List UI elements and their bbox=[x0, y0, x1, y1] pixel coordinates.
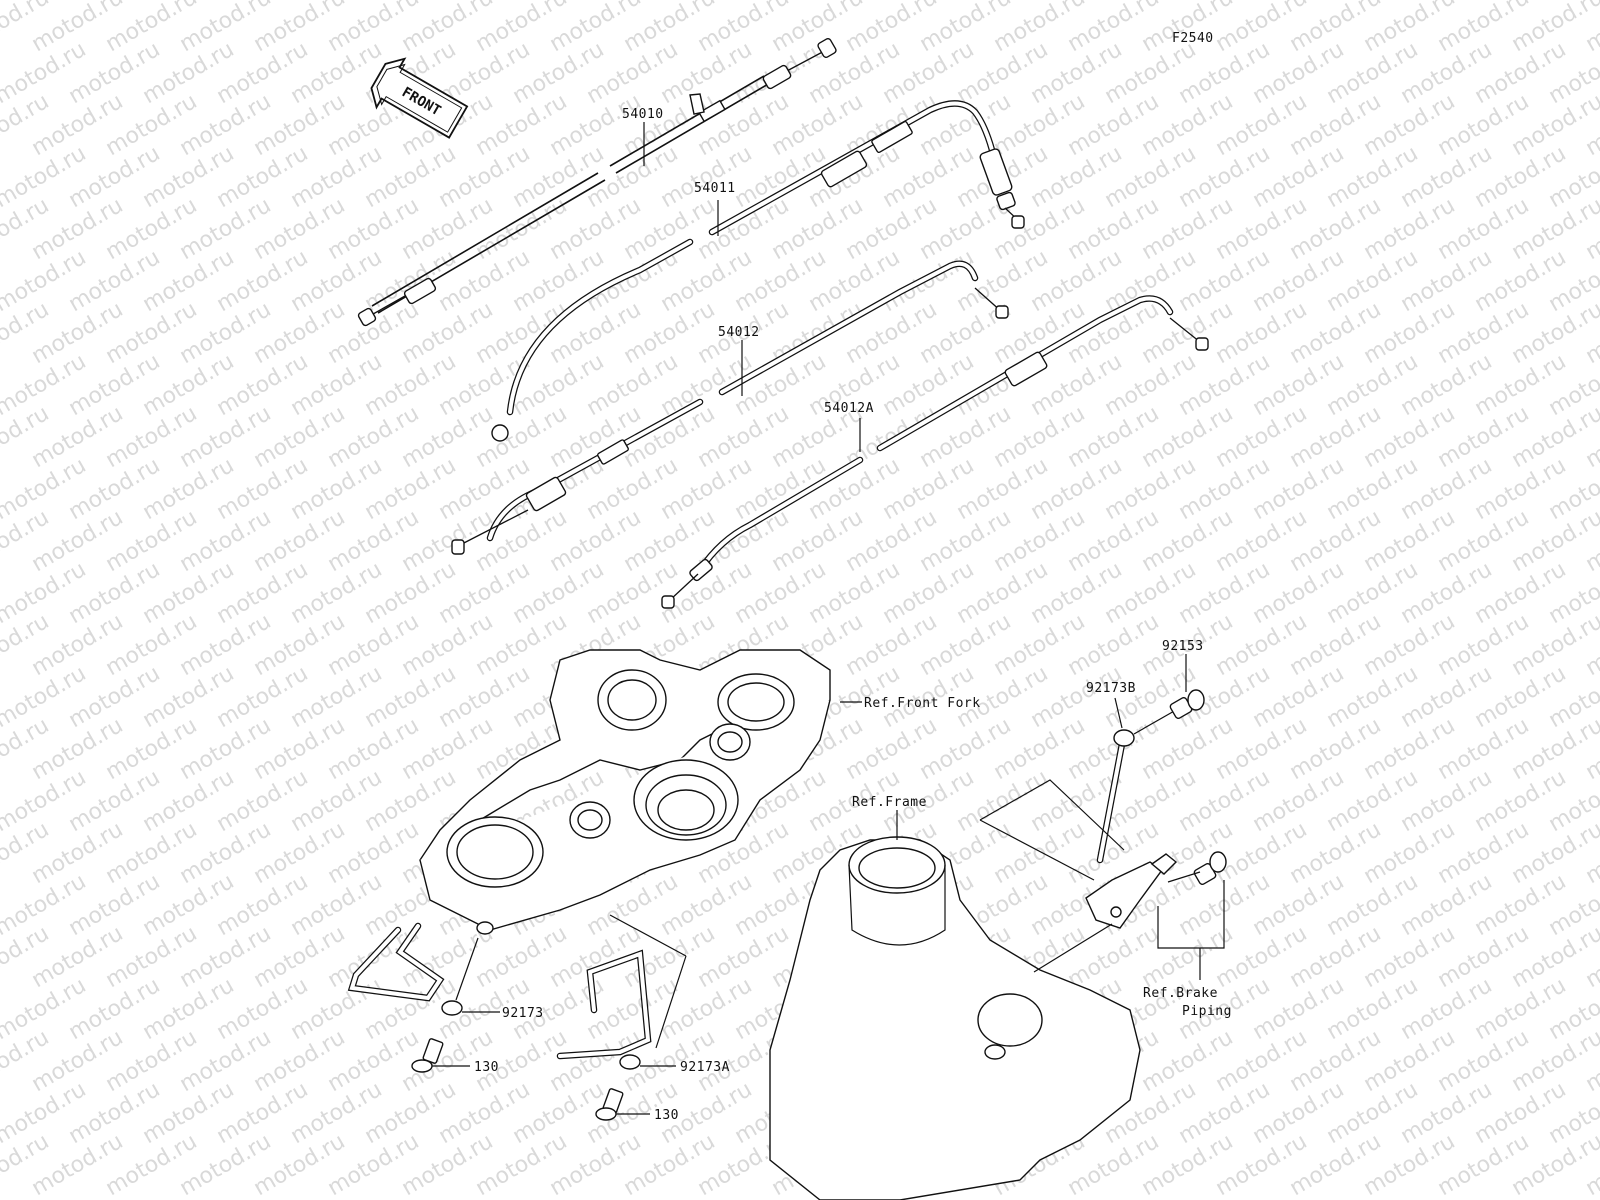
diagram-code: F2540 bbox=[1172, 31, 1214, 46]
upper-bracket bbox=[419, 649, 862, 935]
callout-130-left: 130 bbox=[474, 1060, 499, 1075]
bolt-92153 bbox=[1169, 654, 1205, 720]
ref-brake-label-line2: Piping bbox=[1182, 1004, 1232, 1019]
cable-54010 bbox=[357, 37, 837, 327]
callout-92173a: 92173A bbox=[680, 1060, 730, 1075]
cable-54011 bbox=[491, 100, 1025, 442]
callout-92153: 92153 bbox=[1162, 639, 1204, 654]
ref-brake-label-line1: Ref.Brake bbox=[1143, 986, 1218, 1001]
clamp-92173b bbox=[1096, 697, 1177, 864]
frame-head-pipe bbox=[769, 810, 1141, 1200]
callout-54012: 54012 bbox=[718, 325, 760, 340]
front-arrow-icon: FRONT bbox=[370, 57, 469, 139]
callout-54011: 54011 bbox=[694, 181, 736, 196]
cable-54012 bbox=[451, 260, 1009, 555]
ref-front-fork-label: Ref.Front Fork bbox=[864, 696, 981, 711]
ref-frame-label: Ref.Frame bbox=[852, 795, 927, 810]
bolt-130-left bbox=[411, 1038, 470, 1073]
callout-54010: 54010 bbox=[622, 107, 664, 122]
bolt-130-right bbox=[595, 1088, 650, 1121]
brake-piping-clamp bbox=[979, 779, 1227, 980]
callout-54012a: 54012A bbox=[824, 401, 874, 416]
callout-130-right: 130 bbox=[654, 1108, 679, 1123]
clamp-92173 bbox=[347, 922, 500, 1016]
clamp-92173a bbox=[556, 914, 687, 1070]
callout-92173b: 92173B bbox=[1086, 681, 1136, 696]
cable-54012a bbox=[661, 295, 1209, 609]
callout-92173: 92173 bbox=[502, 1006, 544, 1021]
